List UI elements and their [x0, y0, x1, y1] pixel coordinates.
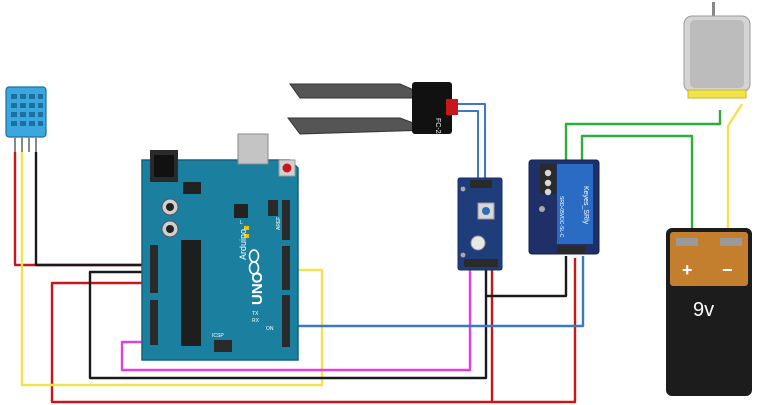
wire-yellow-motor — [726, 103, 744, 238]
relay-module-text: Keyes_SRly — [582, 186, 589, 225]
arduino-aref-label: AREF — [276, 217, 282, 230]
arduino-logo — [248, 249, 260, 275]
probe-head — [412, 82, 452, 134]
relay-module: Keyes_SRly SRD-05VDC-SL-C — [528, 159, 600, 255]
wire-red-5v-bus — [50, 258, 577, 404]
atmega-chip — [181, 240, 201, 346]
wire-magenta-soil-analog — [120, 268, 472, 372]
battery-9v: + − 9v — [666, 228, 752, 396]
arduino-brand-label: Arduino — [238, 229, 248, 260]
wire-blue-probe-1 — [456, 103, 486, 183]
relay-part-text: SRD-05VDC-SL-C — [558, 196, 564, 238]
probe-label: FC-28 — [434, 118, 441, 138]
dc-motor — [683, 2, 751, 99]
arduino-model-label: UNO — [249, 271, 266, 305]
battery-voltage-label: 9v — [693, 299, 714, 321]
wire-blue-probe-2 — [456, 110, 479, 183]
wire-black-dht-gnd — [34, 152, 148, 267]
battery-plus-label: + — [682, 260, 693, 280]
arduino-icsp-label: ICSP — [212, 333, 224, 339]
relay-block — [557, 164, 593, 244]
arduino-on-label: ON — [266, 326, 274, 332]
soil-sensor-module — [457, 177, 503, 271]
arduino-uno-board: UNO Arduino AREF ICSP TX RX L ON — [141, 133, 299, 361]
battery-minus-label: − — [722, 260, 733, 280]
wire-green-relay-com — [564, 110, 722, 168]
dht-sensor — [5, 86, 47, 152]
wire-yellow-dht-data — [20, 152, 324, 387]
wire-blue-relay-signal — [290, 256, 585, 328]
arduino-rx-label: RX — [252, 318, 260, 324]
wire-black-gnd-bus — [88, 268, 488, 380]
wires — [13, 103, 744, 404]
soil-moisture-probe: FC-28 — [287, 82, 458, 138]
arduino-l-label: L — [240, 220, 243, 226]
wire-black-relay-gnd — [486, 256, 568, 298]
wire-green-relay-no — [580, 134, 694, 238]
arduino-tx-label: TX — [252, 311, 259, 317]
